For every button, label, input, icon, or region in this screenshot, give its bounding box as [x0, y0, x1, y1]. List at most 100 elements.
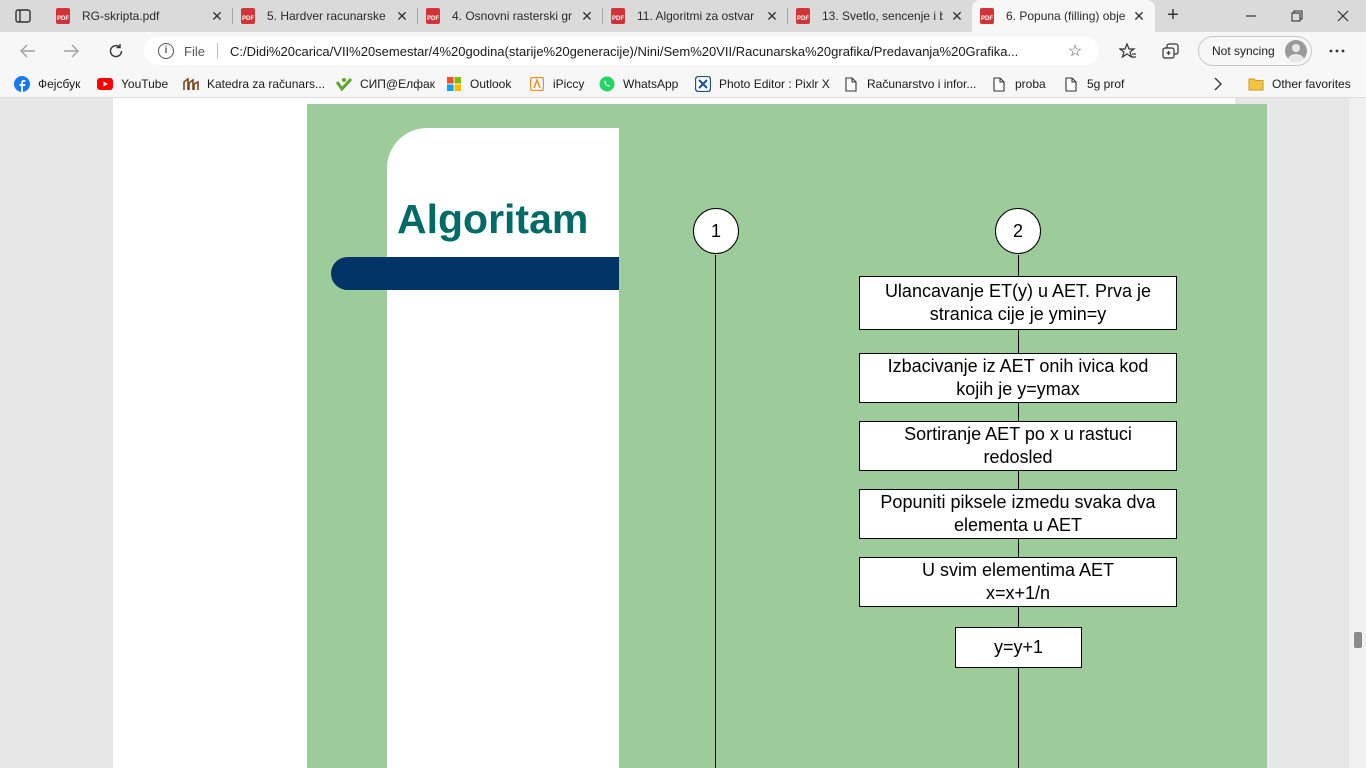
tab-close-icon[interactable]: ✕	[766, 8, 778, 24]
pdf-icon: PDF	[426, 8, 440, 24]
other-favorites-button[interactable]: Other favorites	[1248, 75, 1351, 93]
bookmark-11[interactable]: 5g prof	[1063, 75, 1124, 93]
tab-title: 5. Hardver racunarske	[267, 9, 386, 23]
tab-separator	[232, 8, 233, 24]
tab-4[interactable]: PDF 11. Algoritmi za ostvar ✕	[603, 0, 788, 32]
pdf-viewer[interactable]: Algoritam 1 2 Ulancavanje ET(y) u AET. P…	[0, 98, 1366, 768]
bookmark-label: iPiccy	[553, 77, 585, 91]
tab-title: 4. Osnovni rasterski gr	[452, 9, 573, 23]
bookmark-7[interactable]: WhatsApp	[599, 75, 678, 93]
restore-button[interactable]	[1274, 0, 1320, 32]
url-divider	[216, 43, 218, 59]
title-underline-bar	[331, 257, 619, 290]
tab-actions-button[interactable]	[8, 4, 38, 28]
page-icon	[991, 76, 1007, 92]
bookmark-label: Outlook	[470, 77, 512, 91]
settings-menu-button[interactable]	[1323, 38, 1351, 64]
bookmark-label: proba	[1015, 77, 1046, 91]
bookmark-label: YouTube	[121, 77, 169, 91]
bookmark-6[interactable]: iPiccy	[529, 75, 584, 93]
bookmark-label: Photo Editor : Pixlr X	[719, 77, 830, 91]
tab-5[interactable]: PDF 13. Svetlo, sencenje i b ✕	[788, 0, 973, 32]
step-chain-et: Ulancavanje ET(y) u AET. Prva je stranic…	[859, 276, 1177, 330]
refresh-button[interactable]	[102, 38, 130, 64]
more-options-icon	[1329, 49, 1345, 53]
url-text[interactable]: C:/Didi%20carica/VII%20semestar/4%20godi…	[229, 43, 1019, 59]
favorites-button[interactable]	[1114, 38, 1142, 64]
page-icon	[1063, 76, 1079, 92]
step-increment-y: y=y+1	[955, 627, 1082, 668]
collections-icon	[1162, 43, 1179, 59]
pdf-icon: PDF	[796, 8, 810, 24]
bookmark-3[interactable]: Katedra za računars...	[183, 75, 325, 93]
forward-button[interactable]	[57, 38, 85, 64]
bookmark-label: WhatsApp	[623, 77, 679, 91]
pdf-page: Algoritam 1 2 Ulancavanje ET(y) u AET. P…	[113, 98, 1267, 768]
bookmark-label: Računarstvo i infor...	[867, 77, 977, 91]
vertical-scrollbar[interactable]	[1349, 98, 1366, 768]
chevron-right-icon	[1214, 77, 1222, 91]
tab-close-icon[interactable]: ✕	[1133, 8, 1145, 24]
folder-icon	[1248, 76, 1264, 92]
bookmark-8[interactable]: Photo Editor : Pixlr X	[695, 75, 830, 93]
slide-title: Algoritam	[397, 196, 589, 242]
avatar	[1285, 40, 1307, 62]
whatsapp-icon	[599, 76, 615, 92]
favorites-bar: Фејсбук YouTube Katedra za računars... СИП@…	[0, 70, 1366, 98]
tab-separator	[602, 8, 603, 24]
bookmark-label: Katedra za računars...	[207, 77, 326, 91]
pdf-icon: PDF	[611, 8, 625, 24]
bookmark-10[interactable]: proba	[991, 75, 1046, 93]
bookmark-1[interactable]: Фејсбук	[14, 75, 80, 93]
sync-status-label: Not syncing	[1212, 44, 1275, 58]
page-icon	[843, 76, 859, 92]
youtube-icon	[97, 76, 113, 92]
refresh-icon	[109, 44, 123, 58]
back-arrow-icon	[20, 44, 35, 58]
address-bar[interactable]: i File C:/Didi%20carica/VII%20semestar/4…	[144, 37, 1099, 65]
ipiccy-icon	[529, 76, 545, 92]
tab-title: 6. Popuna (filling) obje	[1006, 9, 1125, 23]
bookmark-5[interactable]: Outlook	[446, 75, 511, 93]
slide-title-panel	[387, 128, 619, 768]
tab-title: 13. Svetlo, sencenje i b	[822, 9, 943, 23]
tab-6[interactable]: PDF 6. Popuna (filling) obje ✕	[972, 0, 1155, 32]
favorites-icon	[1119, 43, 1136, 59]
pdf-icon: PDF	[56, 8, 70, 24]
new-tab-button[interactable]: +	[1167, 4, 1179, 26]
scrollbar-thumb[interactable]	[1354, 632, 1362, 648]
collections-button[interactable]	[1157, 38, 1185, 64]
minimize-icon	[1246, 15, 1256, 17]
tab-close-icon[interactable]: ✕	[211, 8, 223, 24]
bookmark-2[interactable]: YouTube	[97, 75, 168, 93]
bookmark-4[interactable]: СИП@Елфак	[336, 75, 435, 93]
add-favorite-icon[interactable]: ☆	[1067, 43, 1083, 60]
bookmark-label: 5g prof	[1087, 77, 1125, 91]
back-button[interactable]	[14, 38, 42, 64]
info-icon[interactable]: i	[158, 43, 174, 59]
tab-title: 11. Algoritmi za ostvar	[637, 9, 755, 23]
favorites-overflow-button[interactable]	[1213, 75, 1223, 93]
step-remove-edges: Izbacivanje iz AET onih ivica kod kojih …	[859, 353, 1177, 403]
tab-close-icon[interactable]: ✕	[951, 8, 963, 24]
profile-sync-button[interactable]: Not syncing	[1198, 36, 1312, 66]
minimize-button[interactable]	[1228, 0, 1274, 32]
close-window-button[interactable]	[1320, 0, 1366, 32]
close-window-icon	[1337, 10, 1349, 22]
sip-icon	[336, 76, 352, 92]
connector-1: 1	[693, 208, 739, 254]
pdf-icon: PDF	[980, 8, 994, 24]
forward-arrow-icon	[64, 44, 79, 58]
tab-close-icon[interactable]: ✕	[581, 8, 593, 24]
pixlr-icon	[695, 76, 711, 92]
tab-actions-icon	[15, 9, 31, 23]
step-fill-pixels: Popuniti piksele izmedu svaka dva elemen…	[859, 489, 1177, 539]
bookmark-9[interactable]: Računarstvo i infor...	[843, 75, 976, 93]
facebook-icon	[14, 76, 30, 92]
bookmark-label: Фејсбук	[38, 77, 81, 91]
tab-3[interactable]: PDF 4. Osnovni rasterski gr ✕	[418, 0, 603, 32]
tab-close-icon[interactable]: ✕	[396, 8, 408, 24]
